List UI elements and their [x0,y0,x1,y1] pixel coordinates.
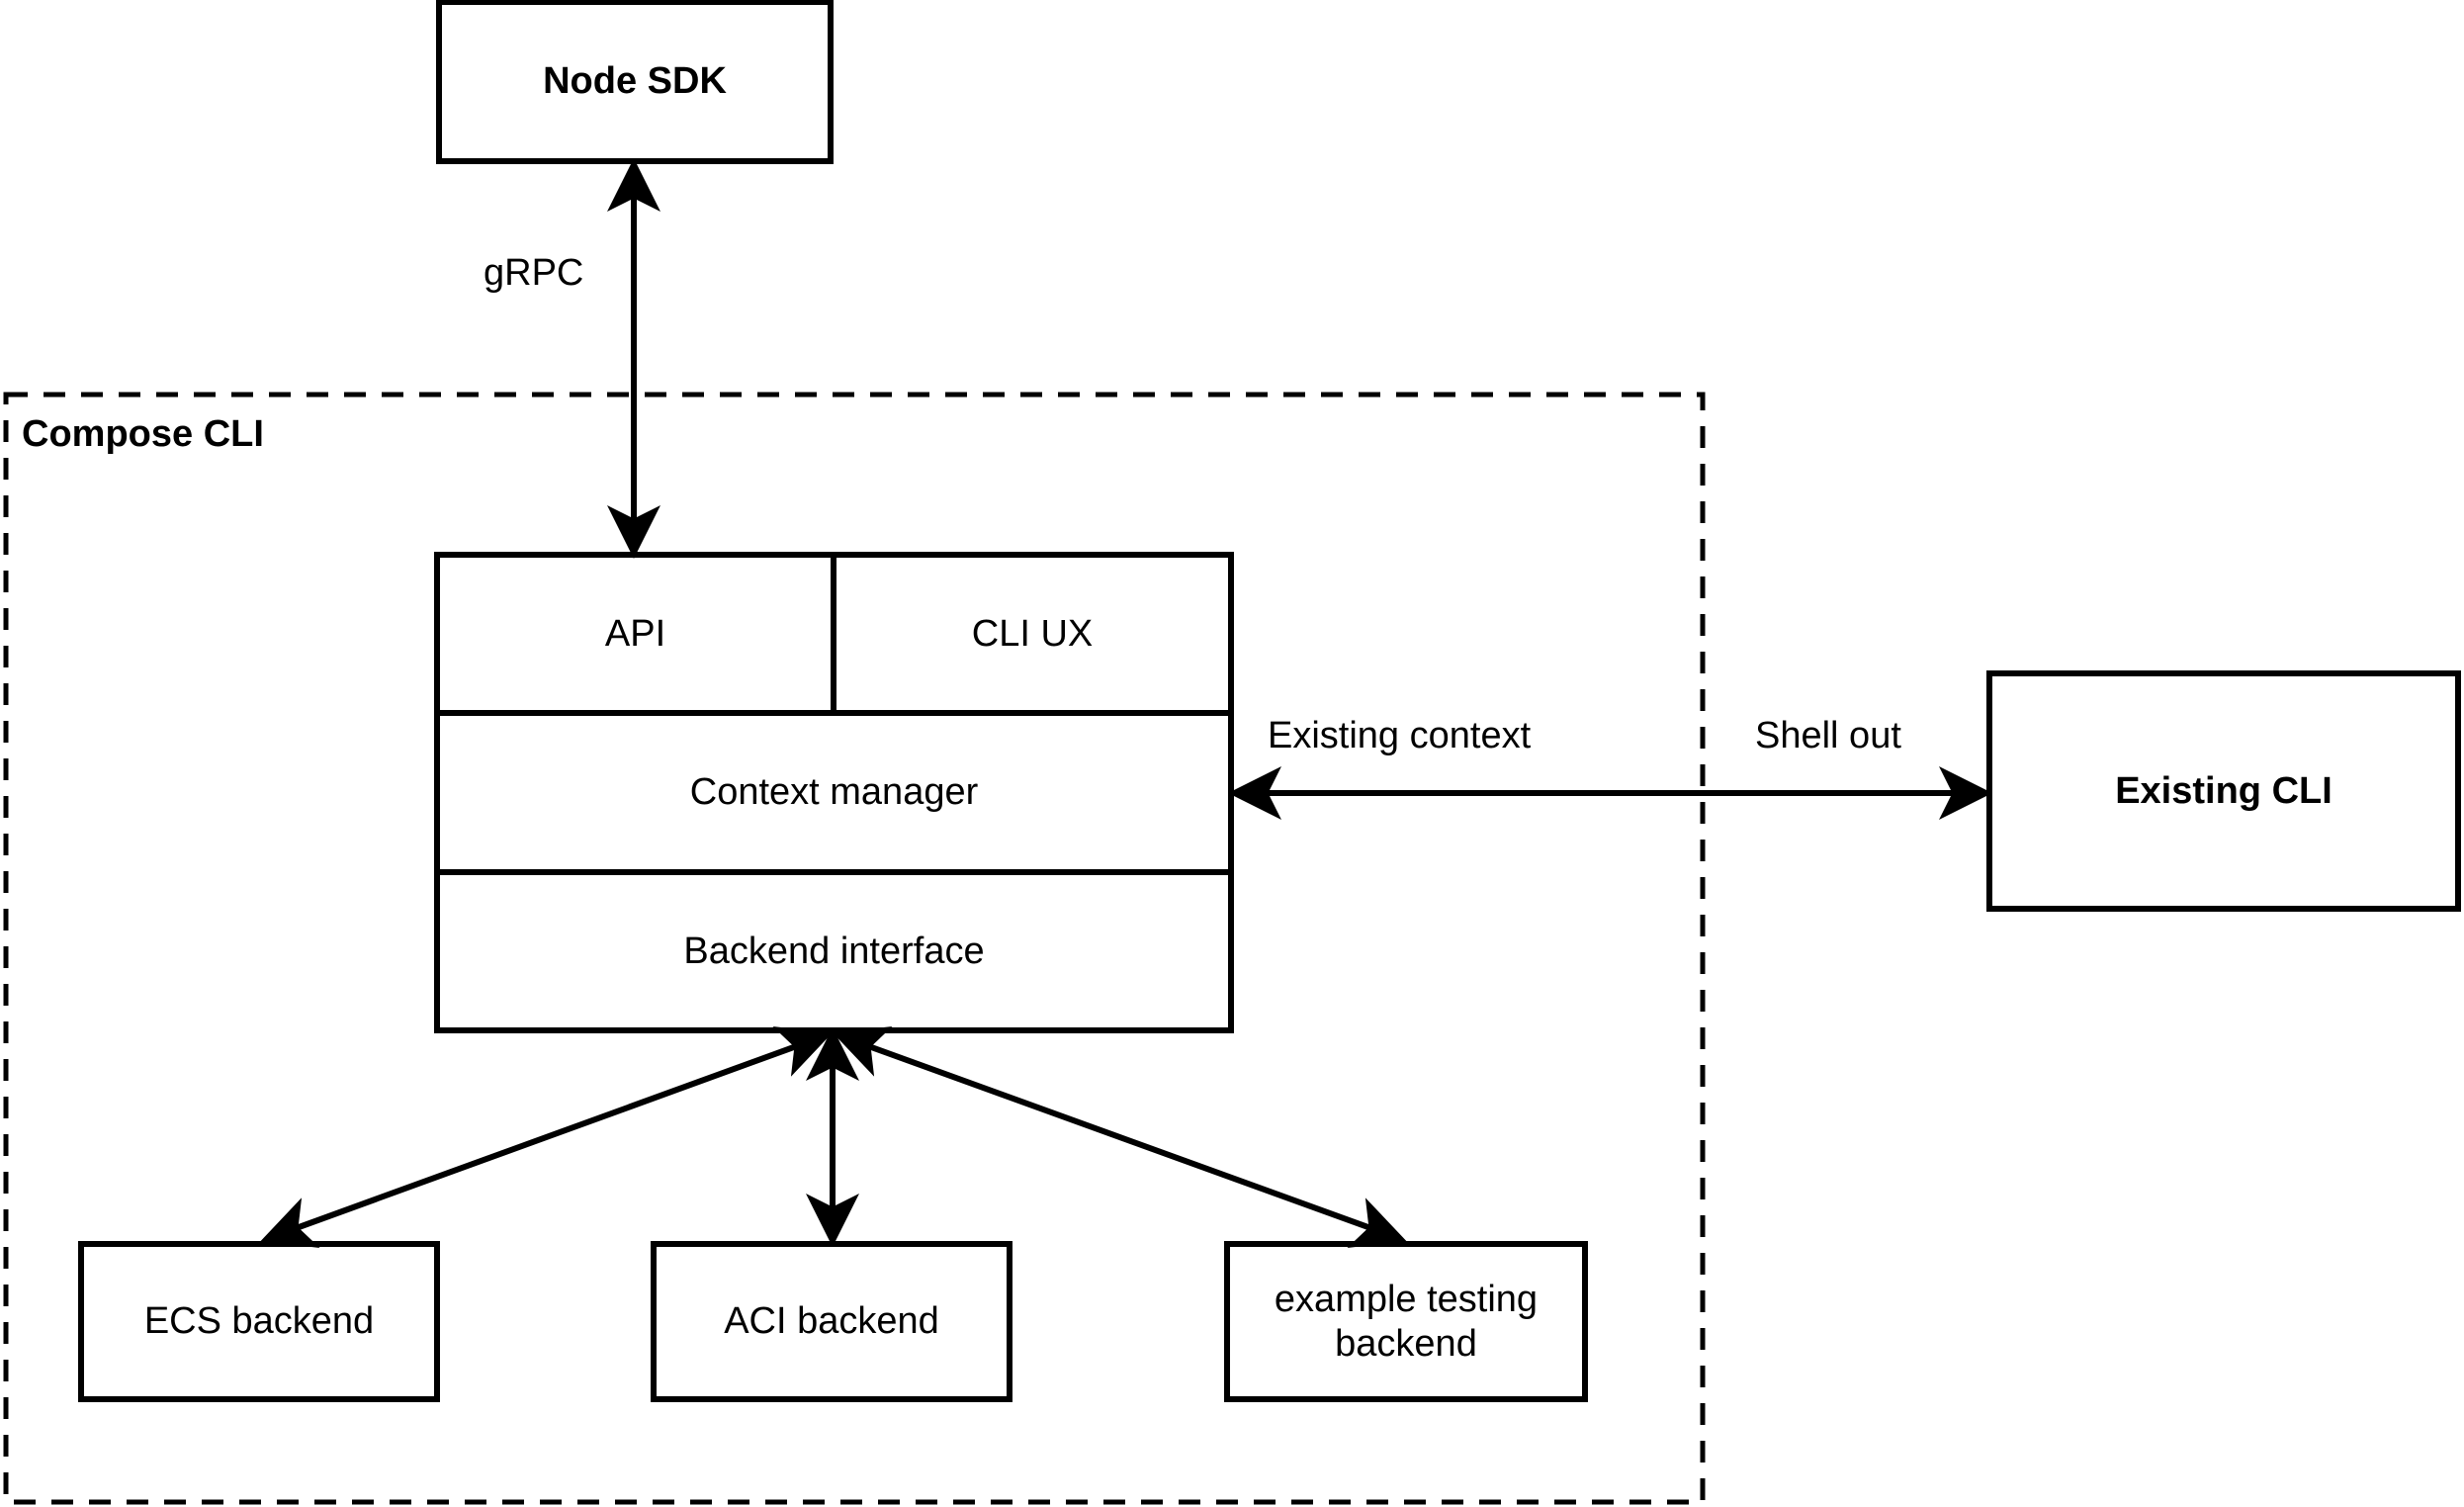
compose-cli-group-border [3,392,1706,1505]
ecs-backend-box[interactable] [78,1241,440,1402]
node-sdk-box[interactable] [436,0,834,164]
backend-to-ecs-arrow [260,1026,833,1248]
example-testing-backend-box[interactable] [1224,1241,1588,1402]
aci-backend-box[interactable] [651,1241,1012,1402]
existing-cli-box[interactable] [1986,670,2461,912]
backend-to-example-arrow [833,1025,1407,1249]
